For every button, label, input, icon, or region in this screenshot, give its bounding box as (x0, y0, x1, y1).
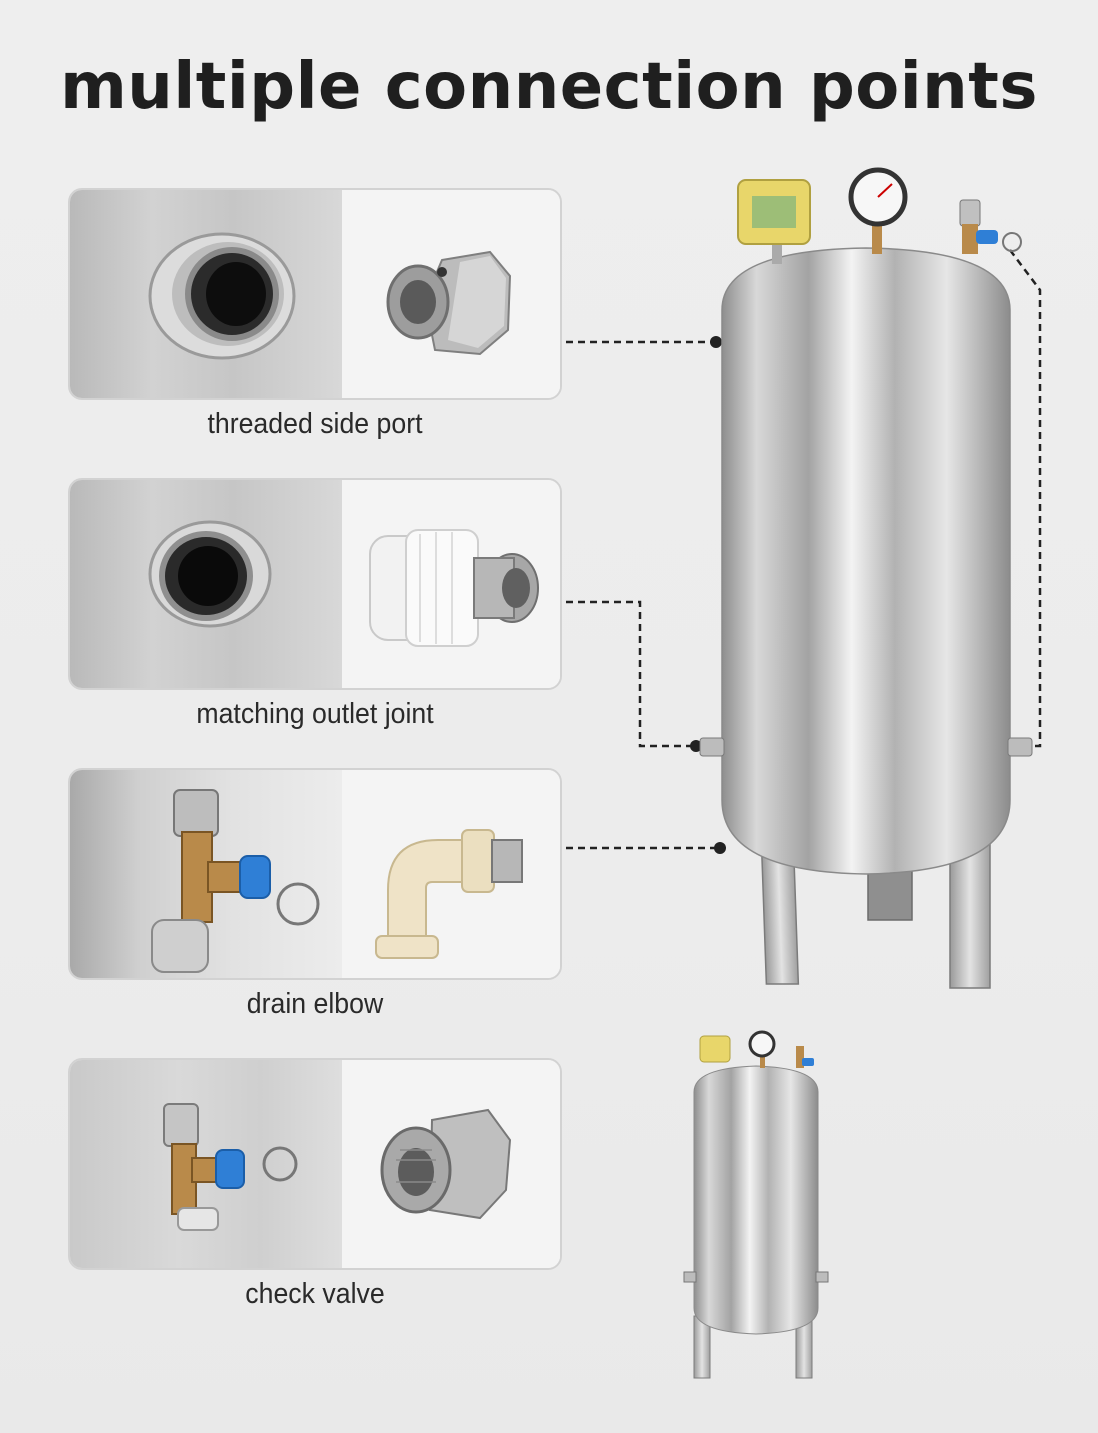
page-title: multiple connection points (60, 50, 1038, 124)
elbow-fitting-icon (375, 829, 523, 959)
feature-card-threaded-side-port (68, 188, 562, 400)
pressure-tank-large (699, 167, 1033, 989)
pressure-tank-small (683, 1030, 829, 1379)
card-label-drain-elbow: drain elbow (246, 988, 384, 1020)
reducer-bushing-icon (380, 1108, 512, 1220)
card-label-check-valve: check valve (245, 1278, 385, 1310)
feature-card-drain-elbow (68, 768, 562, 980)
union-joint-icon (369, 529, 539, 647)
threaded-port-icon (148, 232, 296, 360)
feature-card-matching-outlet-joint (68, 478, 562, 690)
safety-valve-icon (163, 1103, 298, 1231)
connector-lines (566, 249, 1042, 850)
feature-card-check-valve (68, 1058, 562, 1270)
safety-valve-icon (151, 789, 320, 973)
hex-adapter-icon (386, 250, 512, 356)
outlet-port-icon (148, 520, 272, 628)
card-label-matching-outlet-joint: matching outlet joint (196, 698, 434, 730)
card-label-threaded-side-port: threaded side port (207, 408, 423, 440)
